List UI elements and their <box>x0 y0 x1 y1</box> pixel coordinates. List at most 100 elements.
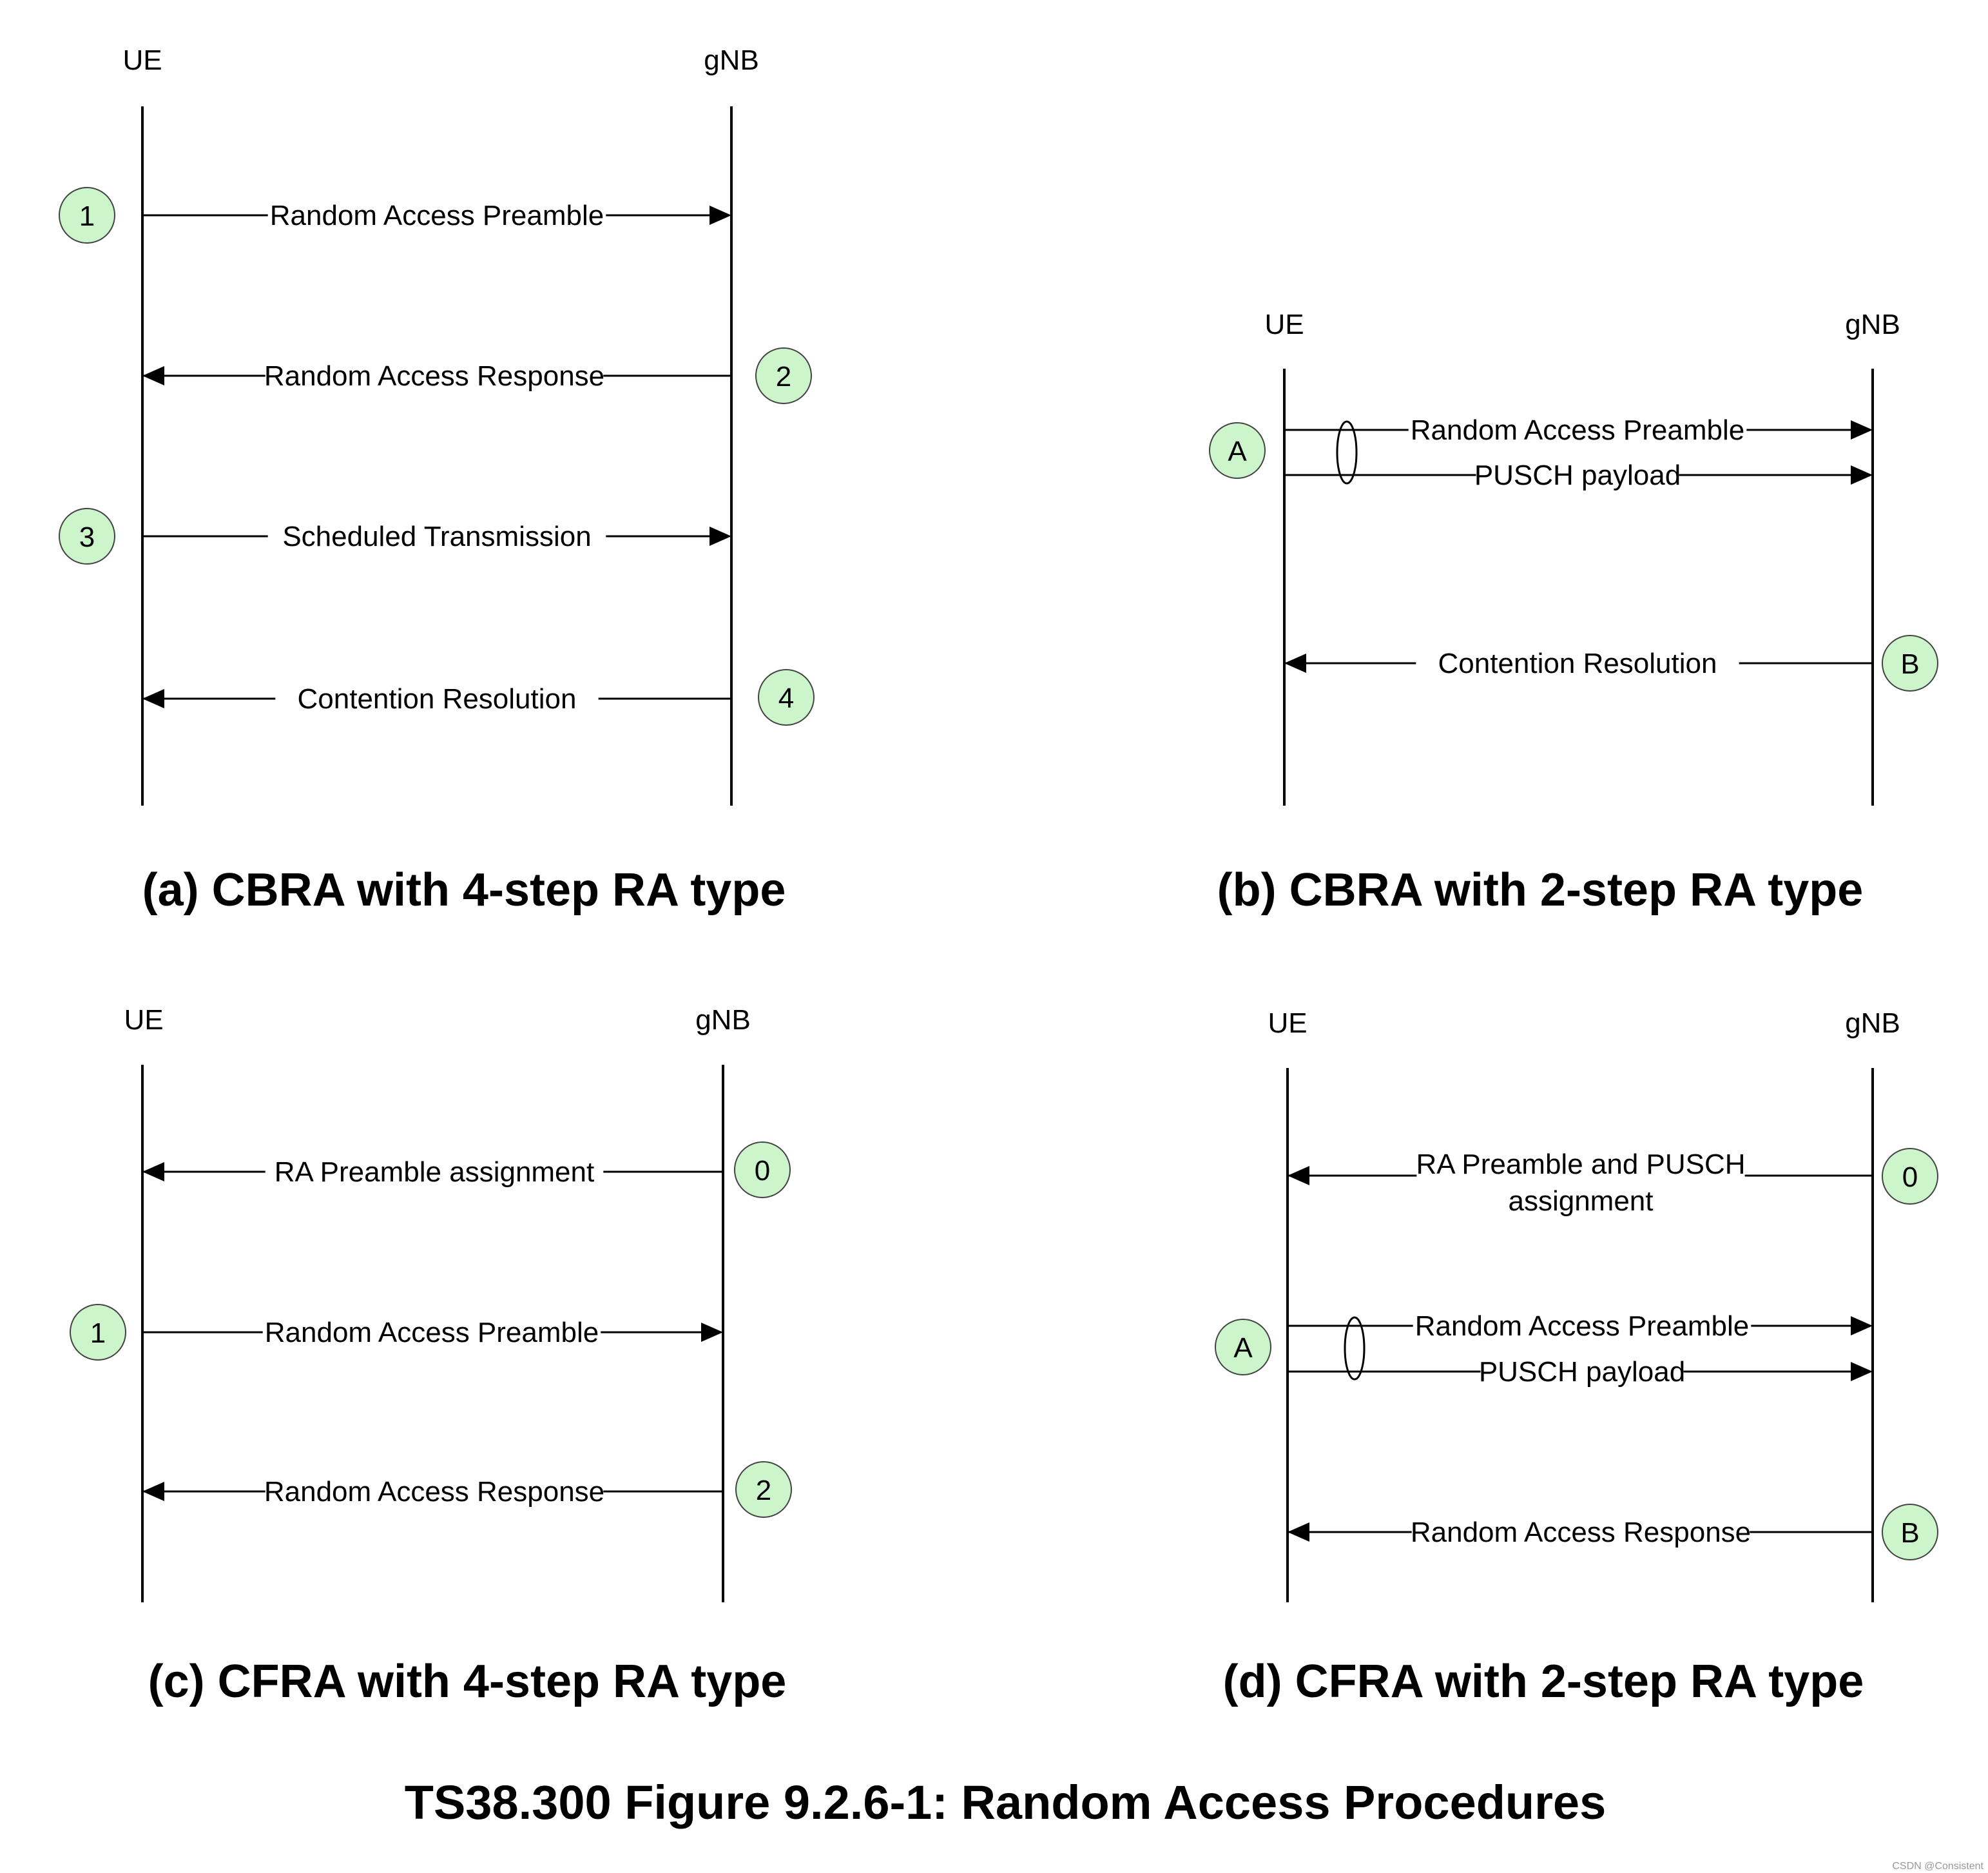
arrowhead-left <box>142 689 164 708</box>
message-label: assignment <box>1508 1185 1653 1217</box>
arrowhead-left <box>142 366 164 385</box>
figure-title: TS38.300 Figure 9.2.6-1: Random Access P… <box>405 1776 1607 1829</box>
message-arrow: Random Access Response <box>142 1476 723 1508</box>
step-marker-circle <box>734 1141 791 1198</box>
step-marker-circle <box>1882 1504 1938 1560</box>
step-marker-circle <box>755 347 812 404</box>
step-marker-label: 2 <box>756 1475 771 1506</box>
message-label: PUSCH payload <box>1474 460 1681 491</box>
arrowhead-left <box>1288 1166 1309 1185</box>
step-marker-circle <box>758 669 815 726</box>
message-arrow: Random Access Preamble <box>1288 1310 1873 1342</box>
message-arrow: Contention Resolution <box>1284 648 1873 679</box>
arrowhead-right <box>1851 465 1873 485</box>
arrowhead-left <box>142 1162 164 1181</box>
gnb-label: gNB <box>695 1004 751 1036</box>
watermark-text: CSDN @Consistent <box>1892 1861 1983 1872</box>
step-marker-label: 2 <box>776 361 791 393</box>
message-label: RA Preamble and PUSCH <box>1416 1149 1745 1180</box>
message-label: Random Access Preamble <box>270 200 604 231</box>
message-arrow: Scheduled Transmission <box>142 521 731 552</box>
message-label: Scheduled Transmission <box>282 521 591 552</box>
step-marker-circle <box>1209 422 1266 479</box>
msg-a-grouping-ellipse <box>1336 420 1358 485</box>
step-marker: 2 <box>755 347 812 404</box>
gnb-label: gNB <box>1845 309 1900 340</box>
step-marker: 1 <box>70 1304 126 1361</box>
step-marker-label: B <box>1900 1517 1919 1549</box>
step-marker: 0 <box>1882 1148 1938 1205</box>
message-arrow: Random Access Preamble <box>142 1317 723 1348</box>
ue-label: UE <box>1268 1007 1307 1039</box>
arrowhead-right <box>709 527 731 546</box>
message-arrow: Random Access Preamble <box>142 200 731 231</box>
step-marker-label: 3 <box>79 521 95 553</box>
panel-caption: (c) CFRA with 4-step RA type <box>148 1656 787 1707</box>
arrowhead-right <box>1851 420 1873 440</box>
gnb-label: gNB <box>1845 1007 1900 1039</box>
message-arrow: Random Access Response <box>142 360 731 392</box>
arrowhead-right <box>701 1323 723 1342</box>
step-marker: 2 <box>735 1461 792 1518</box>
message-label: Random Access Preamble <box>1411 414 1744 446</box>
step-marker-circle <box>1215 1319 1271 1375</box>
step-marker: 1 <box>59 187 115 244</box>
ue-label: UE <box>124 1004 163 1036</box>
step-marker-label: 1 <box>79 200 95 232</box>
step-marker: 3 <box>59 508 115 565</box>
panel-d: UE gNB RA Preamble and PUSCH assignmentRand… <box>1215 1007 1938 1707</box>
message-label: Random Access Preamble <box>265 1317 599 1348</box>
panel-caption: (a) CBRA with 4-step RA type <box>142 864 786 916</box>
msg-a-grouping-ellipse <box>1344 1316 1366 1381</box>
arrowhead-right <box>1851 1362 1873 1381</box>
step-marker-circle <box>59 187 115 244</box>
message-label: RA Preamble assignment <box>275 1156 594 1188</box>
step-marker: A <box>1209 422 1266 479</box>
gnb-label: gNB <box>704 44 759 76</box>
ue-label: UE <box>1264 309 1304 340</box>
panel-caption: (b) CBRA with 2-step RA type <box>1217 864 1864 916</box>
step-marker-label: A <box>1233 1332 1253 1364</box>
message-arrow: RA Preamble assignment <box>142 1156 723 1188</box>
message-arrow: PUSCH payload <box>1288 1356 1873 1388</box>
step-marker-label: 0 <box>1902 1161 1918 1193</box>
step-marker-label: B <box>1900 648 1919 680</box>
step-marker: 4 <box>758 669 815 726</box>
message-arrow: Random Access Response <box>1288 1517 1873 1548</box>
step-marker: 0 <box>734 1141 791 1198</box>
arrowhead-left <box>142 1482 164 1501</box>
step-marker: B <box>1882 1504 1938 1560</box>
message-label: Random Access Preamble <box>1415 1310 1749 1342</box>
step-marker-label: 1 <box>90 1317 106 1349</box>
arrowhead-right <box>709 206 731 225</box>
step-marker-circle <box>1882 635 1938 692</box>
step-marker: A <box>1215 1319 1271 1375</box>
message-label: Random Access Response <box>264 360 604 392</box>
step-marker-label: 0 <box>755 1155 770 1187</box>
message-label: Contention Resolution <box>298 683 577 715</box>
step-marker: B <box>1882 635 1938 692</box>
message-label: PUSCH payload <box>1479 1356 1685 1388</box>
step-marker-circle <box>59 508 115 565</box>
step-marker-label: A <box>1228 436 1247 467</box>
message-arrow: RA Preamble and PUSCH assignment <box>1288 1149 1873 1217</box>
message-label: Contention Resolution <box>1438 648 1717 679</box>
message-arrow: Contention Resolution <box>142 683 731 715</box>
message-label: Random Access Response <box>264 1476 604 1508</box>
ue-label: UE <box>122 44 162 76</box>
step-marker-circle <box>70 1304 126 1361</box>
arrowhead-left <box>1284 654 1306 673</box>
step-marker-circle <box>1882 1148 1938 1205</box>
step-marker-label: 4 <box>778 683 794 714</box>
panel-caption: (d) CFRA with 2-step RA type <box>1223 1656 1864 1707</box>
message-label: Random Access Response <box>1411 1517 1751 1548</box>
step-marker-circle <box>735 1461 792 1518</box>
message-arrow: PUSCH payload <box>1284 460 1873 491</box>
arrowhead-right <box>1851 1316 1873 1335</box>
message-arrow: Random Access Preamble <box>1284 414 1873 446</box>
arrowhead-left <box>1288 1522 1309 1542</box>
